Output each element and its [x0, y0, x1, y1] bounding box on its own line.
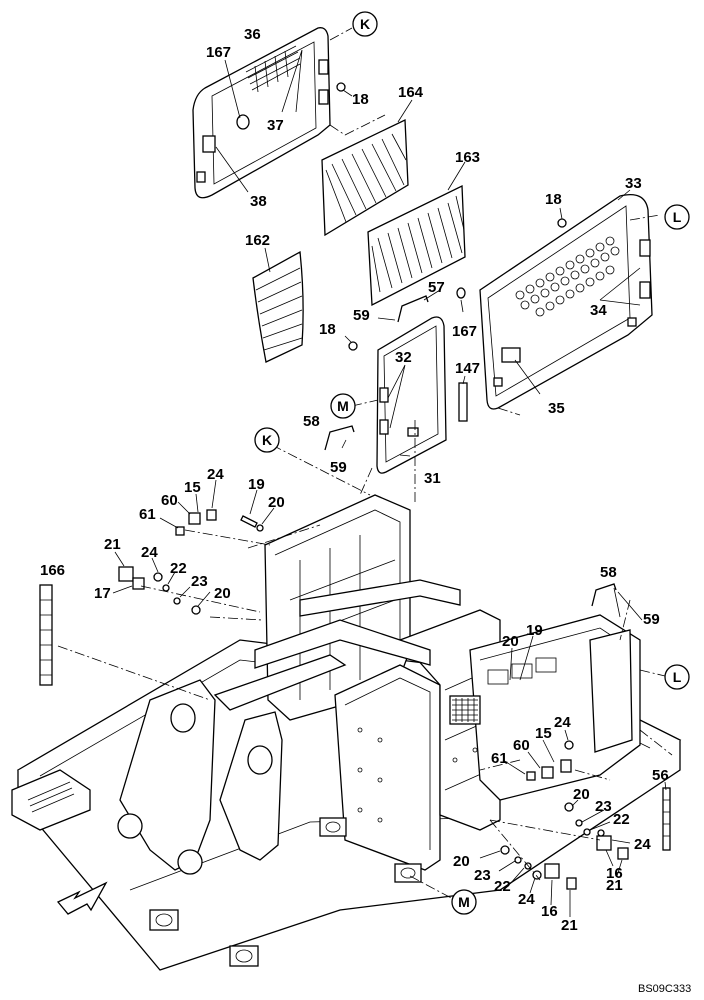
clip-57 — [397, 295, 429, 323]
label-57: 57 — [428, 279, 445, 296]
leader-lines — [112, 49, 667, 917]
label-31: 31 — [424, 470, 441, 487]
label-59c: 59 — [643, 611, 660, 628]
svg-text:K: K — [262, 432, 272, 448]
label-16a: 16 — [606, 865, 623, 882]
clip-58-right — [591, 583, 617, 607]
label-16b: 16 — [541, 903, 558, 920]
side-door-31 — [376, 316, 447, 474]
label-61b: 61 — [491, 750, 508, 767]
reference-circle-m-mid: M — [330, 393, 356, 419]
label-162: 162 — [245, 232, 270, 249]
reference-circle-k-mid: K — [254, 427, 280, 453]
svg-text:K: K — [360, 16, 370, 32]
label-58a: 58 — [303, 413, 320, 430]
label-18c: 18 — [319, 321, 336, 338]
svg-text:L: L — [673, 209, 682, 225]
label-23a: 23 — [191, 573, 208, 590]
label-58b: 58 — [600, 564, 617, 581]
label-38: 38 — [250, 193, 267, 210]
label-18b: 18 — [545, 191, 562, 208]
label-15b: 15 — [535, 725, 552, 742]
label-22b: 22 — [613, 811, 630, 828]
reference-circle-l-top: L — [664, 204, 690, 230]
label-59a: 59 — [353, 307, 370, 324]
label-163: 163 — [455, 149, 480, 166]
label-20c: 20 — [502, 633, 519, 650]
upper-frame — [11, 494, 682, 971]
label-24a: 24 — [207, 466, 224, 483]
label-17: 17 — [94, 585, 111, 602]
label-59b: 59 — [330, 459, 347, 476]
insulation-162 — [252, 250, 304, 363]
label-21c: 21 — [561, 917, 578, 934]
seal-166 — [39, 584, 53, 686]
drawing-code: BS09C333 — [638, 983, 691, 995]
reference-circle-k-top: K — [352, 11, 378, 37]
label-22c: 22 — [494, 878, 511, 895]
label-164: 164 — [398, 84, 424, 101]
reference-circle-l-right: L — [664, 664, 690, 690]
label-15a: 15 — [184, 479, 201, 496]
reference-circle-m-bottom: M — [451, 889, 477, 915]
label-24b: 24 — [141, 544, 158, 561]
label-20e: 20 — [453, 853, 470, 870]
label-56: 56 — [652, 767, 669, 784]
label-61a: 61 — [139, 506, 156, 523]
label-19b: 19 — [526, 622, 543, 639]
label-60b: 60 — [513, 737, 530, 754]
label-24d: 24 — [634, 836, 651, 853]
insulation-163 — [367, 184, 466, 307]
label-34: 34 — [590, 302, 607, 319]
label-167a: 167 — [206, 44, 231, 61]
label-36: 36 — [244, 26, 261, 43]
svg-text:L: L — [673, 669, 682, 685]
label-167b: 167 — [452, 323, 477, 340]
label-20b: 20 — [214, 585, 231, 602]
label-22a: 22 — [170, 560, 187, 577]
insulation-164 — [321, 118, 409, 237]
side-door-33 — [479, 193, 653, 410]
label-20a: 20 — [268, 494, 285, 511]
reference-lines — [57, 27, 673, 901]
seal-147 — [458, 382, 468, 422]
label-23c: 23 — [474, 867, 491, 884]
label-18a: 18 — [352, 91, 369, 108]
fasteners — [118, 82, 629, 890]
label-35: 35 — [548, 400, 565, 417]
label-24c: 24 — [554, 714, 571, 731]
clip-58-upper — [324, 425, 355, 451]
front-direction-arrow — [56, 881, 108, 915]
label-19a: 19 — [248, 476, 265, 493]
label-20d: 20 — [573, 786, 590, 803]
label-60a: 60 — [161, 492, 178, 509]
label-21b: 21 — [606, 877, 623, 894]
label-32: 32 — [395, 349, 412, 366]
label-166: 166 — [40, 562, 65, 579]
label-23b: 23 — [595, 798, 612, 815]
seal-56 — [662, 787, 671, 851]
label-37: 37 — [267, 117, 284, 134]
part-labels: 36 167 18 37 38 164 163 18 33 162 57 59 … — [40, 26, 669, 934]
svg-text:M: M — [337, 398, 349, 414]
label-147: 147 — [455, 360, 480, 377]
svg-text:M: M — [458, 894, 470, 910]
label-33: 33 — [625, 175, 642, 192]
label-21a: 21 — [104, 536, 121, 553]
label-24e: 24 — [518, 891, 535, 908]
